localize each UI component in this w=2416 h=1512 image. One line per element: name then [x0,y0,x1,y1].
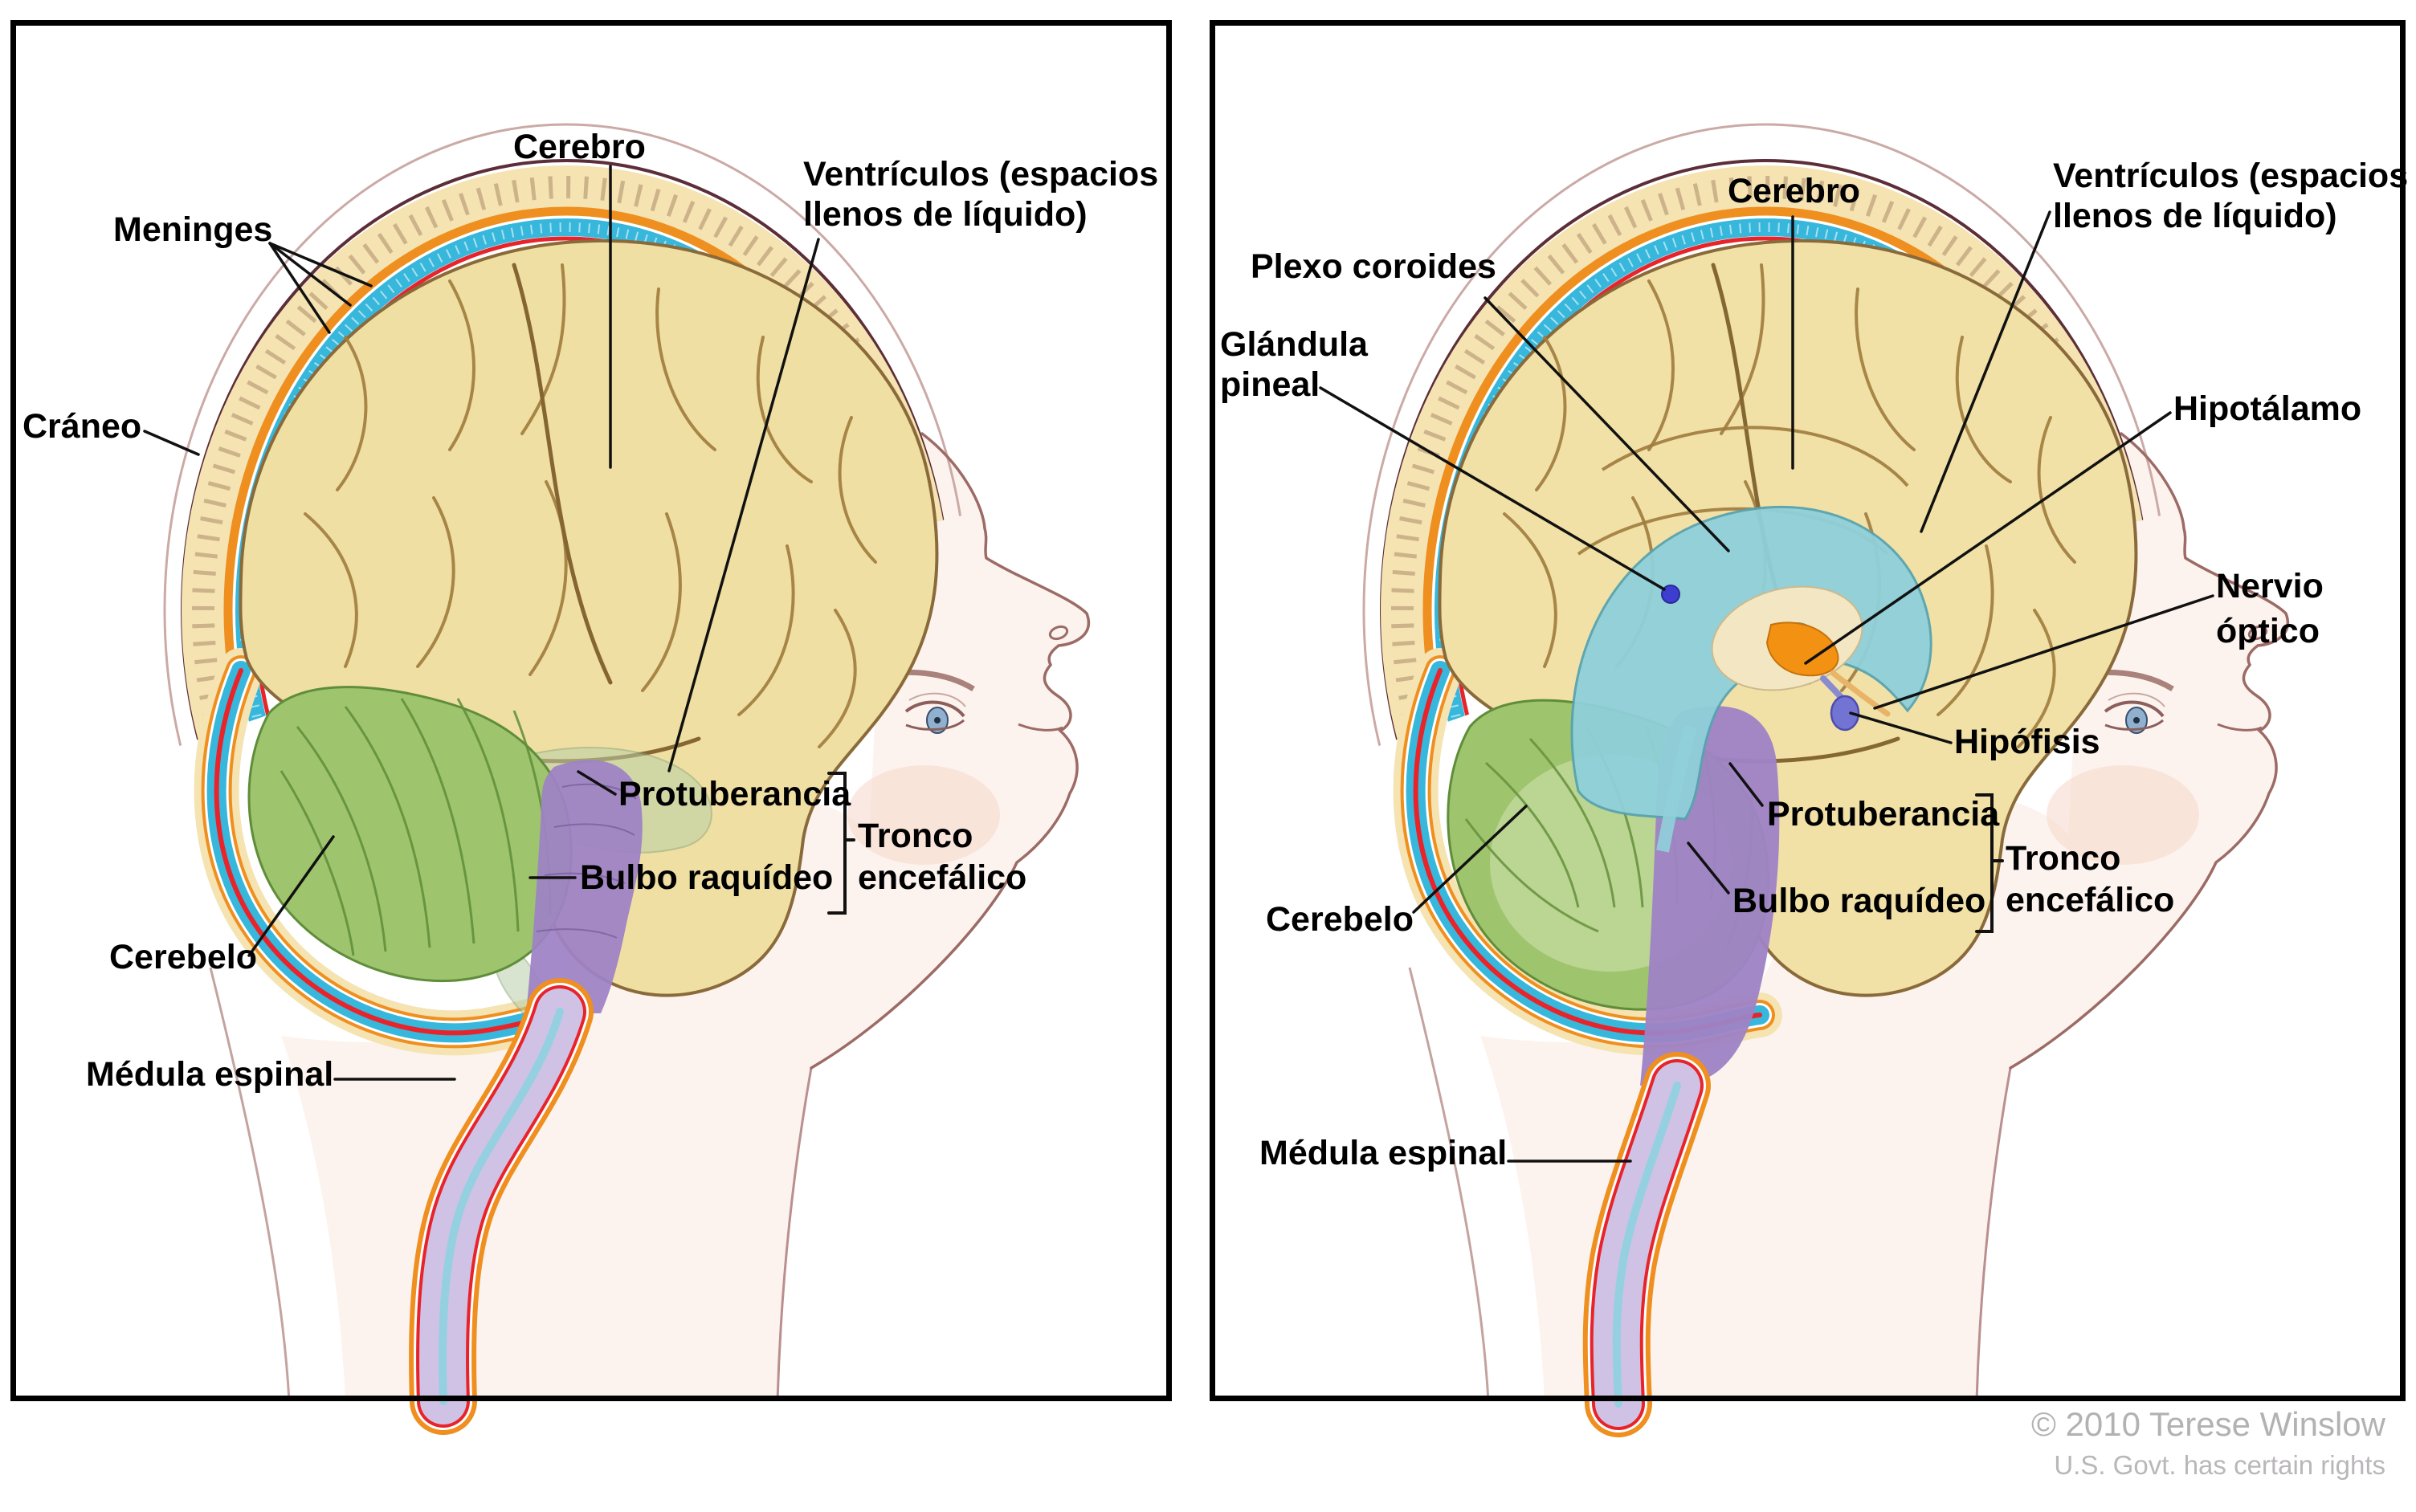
label-hipofisis: Hipófisis [1954,723,2100,761]
leader-lines [143,165,2214,1163]
pineal-gland [1661,585,1680,604]
label-glandula-l1: Glándula [1220,325,1368,364]
label-cerebro-right: Cerebro [1728,172,1860,210]
spinal-cord-left [409,978,594,1435]
label-medula-right: Médula espinal [1259,1134,1508,1172]
panel-left-frame [10,20,1172,1401]
spinal-cord-right [1582,1052,1711,1437]
leader-protuberancia-left [577,770,617,796]
bracket-tronco-right [1975,793,2004,933]
head-right [1364,124,2287,1437]
label-ventriculos-right-l1: Ventrículos (espacios [2053,157,2409,195]
bracket-tronco-left [827,772,855,915]
leader-glandula [1319,386,1666,591]
label-meninges: Meninges [113,210,273,249]
aqueduct-right [1656,724,1697,853]
leader-meninges-2 [268,242,352,307]
leader-plexo [1483,296,1730,552]
leader-cerebelo-right [1412,805,1528,914]
leader-protuberancia-right [1728,762,1764,807]
label-bulbo-right: Bulbo raquídeo [1732,882,1986,920]
leader-cerebelo-left [247,835,335,957]
label-craneo: Cráneo [22,407,142,446]
brainstem-striations-left [536,783,637,939]
head-left [165,124,1088,1435]
cerebellum-striations-left [280,698,552,956]
optic-nerve [1830,670,1891,717]
label-cerebelo-left: Cerebelo [109,938,258,976]
label-nervio-l1: Nervio [2216,567,2324,605]
label-glandula-l2: pineal [1220,365,1320,404]
brainstem-left [526,760,643,1013]
hypothalamus [1765,622,1839,677]
label-medula-left: Médula espinal [86,1055,334,1094]
leader-nervio [1873,594,2214,710]
label-cerebro-left: Cerebro [513,128,646,166]
leader-hipotalamo [1804,411,2172,665]
label-tronco-left-l1: Tronco [858,817,973,855]
pituitary-stalk [1820,675,1844,700]
pituitary-gland [1830,695,1860,732]
leader-bulbo-right [1687,842,1730,895]
label-ventriculos-left-l2: llenos de líquido) [803,195,1088,234]
label-nervio-l2: óptico [2216,612,2320,650]
label-cerebelo-right: Cerebelo [1266,900,1414,939]
panel-right-frame [1210,20,2406,1401]
leader-craneo [143,430,200,456]
label-tronco-right-l1: Tronco [2006,839,2121,878]
label-plexo-coroides: Plexo coroides [1251,247,1496,286]
rights-line: U.S. Govt. has certain rights [2054,1450,2385,1480]
label-hipotalamo: Hipotálamo [2173,389,2362,428]
label-ventriculos-left-l1: Ventrículos (espacios [803,155,1159,194]
leader-ventriculos-right [1920,210,2051,533]
copyright-line: © 2010 Terese Winslow [2030,1405,2385,1443]
label-tronco-right-l2: encefálico [2006,881,2175,919]
leader-hipofisis [1849,711,1953,744]
label-protuberancia-right: Protuberancia [1767,795,2000,833]
leader-ventriculos-left [667,238,820,772]
label-ventriculos-right-l2: llenos de líquido) [2053,197,2337,235]
label-tronco-left-l2: encefálico [858,858,1027,897]
leader-meninges-3 [268,242,331,334]
leader-meninges-1 [268,242,373,287]
label-bulbo-left: Bulbo raquídeo [580,858,834,897]
label-nervio-optico: Nervio óptico [2216,564,2324,654]
label-protuberancia-left: Protuberancia [618,775,851,813]
